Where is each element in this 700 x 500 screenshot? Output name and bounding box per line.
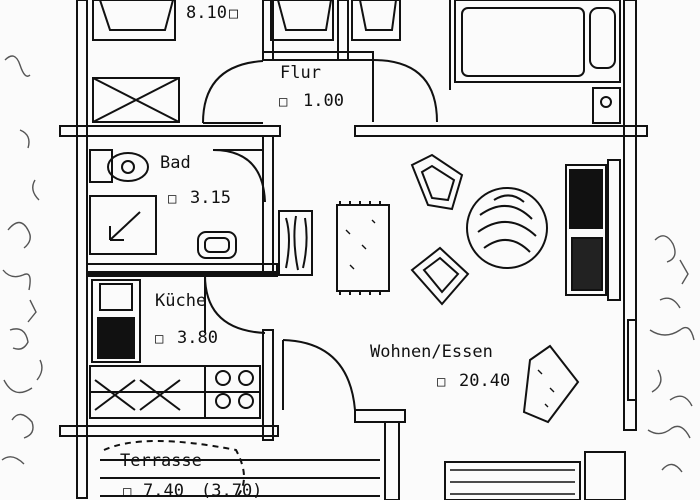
bedroom-area-marker: □ (229, 4, 238, 22)
flur-area: 1.00 (303, 91, 344, 111)
wohnen-furniture (278, 153, 621, 424)
bad-area-marker: □ (168, 191, 177, 207)
kueche-fixtures (89, 279, 261, 419)
wohnen-area-marker: □ (437, 374, 446, 390)
flur-area-marker: □ (279, 94, 288, 110)
bedroom-furniture (92, 0, 621, 124)
bad-fixtures (89, 149, 237, 259)
terrasse-area-alt: (3.70) (201, 481, 262, 500)
kueche-area-marker: □ (155, 331, 164, 347)
bad-label: Bad (160, 153, 191, 173)
walls (59, 0, 648, 499)
flur-label: Flur (280, 63, 321, 83)
terrasse-area-marker: □ (123, 484, 132, 500)
kueche-area: 3.80 (177, 328, 218, 348)
bad-area: 3.15 (190, 188, 231, 208)
kueche-label: Küche (155, 291, 206, 311)
terrasse-label: Terrasse (120, 451, 202, 471)
garden-right (647, 235, 695, 473)
terrasse-area: 7.40 (143, 481, 184, 500)
garden-left (1, 55, 43, 465)
terrasse-lines (100, 421, 626, 500)
doors (202, 59, 438, 411)
bedroom-area-label: 8.10 □ (186, 3, 238, 23)
wohnen-label: Wohnen/Essen (370, 342, 493, 362)
wohnen-area: 20.40 (459, 371, 510, 391)
bedroom-area: 8.10 (186, 3, 227, 23)
